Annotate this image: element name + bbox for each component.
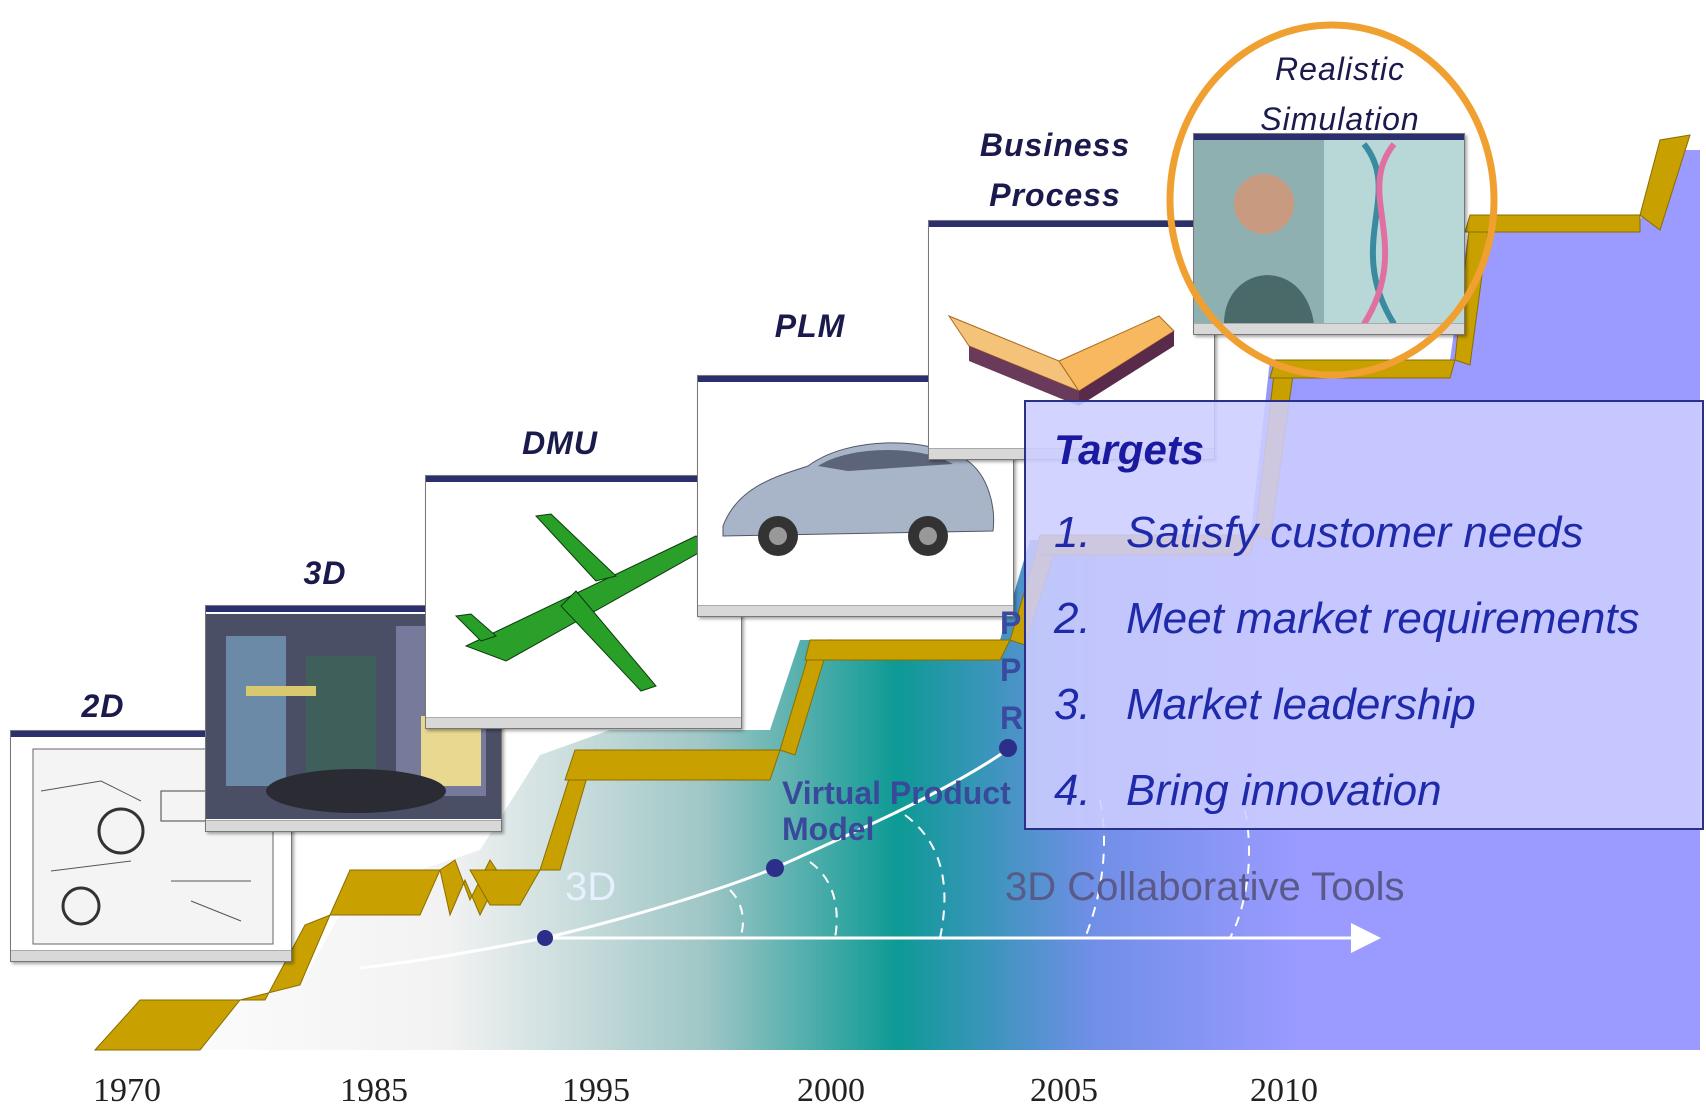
year-1985: 1985 [340, 1072, 408, 1109]
highlight-circle [1166, 21, 1498, 379]
target-text: Market leadership [1126, 680, 1476, 729]
person-dna-illustration [1194, 140, 1464, 326]
target-number: 1. [1054, 508, 1091, 557]
process-chart-illustration [947, 314, 1175, 406]
stage-label-realistic-simulation: Realistic Simulation [1260, 51, 1420, 137]
timeline-dot-2 [766, 859, 784, 877]
target-number: 4. [1054, 766, 1091, 815]
stage-label-dmu: DMU [522, 425, 598, 461]
stage-label-2d: 2D [81, 688, 125, 724]
target-item-1: 1. Satisfy customer needs [1054, 508, 1583, 558]
car-illustration [722, 442, 995, 556]
target-item-4: 4. Bring innovation [1054, 766, 1442, 816]
target-item-2: 2. Meet market requirements [1054, 594, 1640, 644]
target-item-3: 3. Market leadership [1054, 680, 1476, 730]
targets-title: Targets [1054, 426, 1205, 473]
timeline-dot-1 [537, 930, 553, 946]
curve-label-3d: 3D [565, 865, 617, 909]
year-2005: 2005 [1030, 1072, 1098, 1109]
hidden-letter-2: P [1000, 652, 1022, 688]
timeline-dot-3 [999, 739, 1017, 757]
dashed-arcs [729, 799, 1250, 939]
target-text: Meet market requirements [1126, 594, 1640, 643]
hidden-letter-3: R [1000, 700, 1024, 736]
screen-dmu [425, 475, 742, 729]
stage-label-3d: 3D [303, 555, 347, 591]
curve-label-virtual-product-model: Virtual Product Model [782, 775, 1011, 847]
targets-panel: Targets 1. Satisfy customer needs 2. Meet … [1024, 400, 1704, 830]
timeline-curve [359, 746, 1011, 970]
stage-label-plm: PLM [774, 308, 846, 344]
target-number: 2. [1054, 594, 1091, 643]
hidden-letter-1: P [1000, 605, 1022, 641]
target-text: Bring innovation [1126, 766, 1442, 815]
year-2010: 2010 [1250, 1072, 1318, 1109]
year-2000: 2000 [797, 1072, 865, 1109]
screen-realistic-simulation [1193, 133, 1465, 335]
year-1970: 1970 [93, 1072, 161, 1109]
airplane-illustration [454, 513, 712, 692]
target-text: Satisfy customer needs [1126, 508, 1584, 557]
year-1995: 1995 [562, 1072, 630, 1109]
curve-label-collaborative-tools: 3D Collaborative Tools [1005, 865, 1405, 909]
stage-label-business-process: Business Process [979, 127, 1131, 213]
target-number: 3. [1054, 680, 1091, 729]
